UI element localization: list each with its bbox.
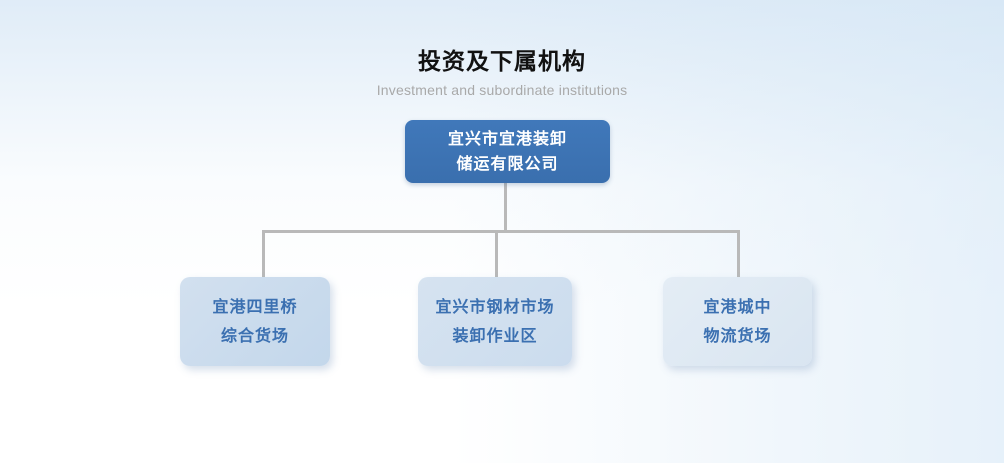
page-subtitle: Investment and subordinate institutions [376,82,628,98]
org-node-child-1-label-line2: 综合货场 [220,327,289,345]
org-node-child-2: 宜兴市钢材市场 装卸作业区 [418,277,572,366]
connector-drop-right [737,230,740,277]
org-node-root-label-line2: 储运有限公司 [456,155,559,173]
connector-horizontal [262,230,740,233]
org-node-child-1-label-line1: 宜港四里桥 [212,298,298,316]
org-node-child-3-label-line1: 宜港城中 [703,298,772,316]
org-node-root-label-line1: 宜兴市宜港装卸 [447,130,567,148]
connector-root-vertical [504,183,507,231]
org-node-child-2-label-line2: 装卸作业区 [452,327,538,345]
connector-drop-left [262,230,265,277]
page-title: 投资及下属机构 [418,48,586,74]
org-node-root: 宜兴市宜港装卸 储运有限公司 [405,120,610,183]
org-node-child-1: 宜港四里桥 综合货场 [180,277,330,366]
org-node-child-3-label-line2: 物流货场 [703,327,772,345]
org-node-child-3: 宜港城中 物流货场 [663,277,812,366]
connector-drop-middle [495,230,498,277]
section-header: 投资及下属机构 Investment and subordinate insti… [0,46,1004,99]
org-node-child-2-label-line1: 宜兴市钢材市场 [435,298,555,316]
